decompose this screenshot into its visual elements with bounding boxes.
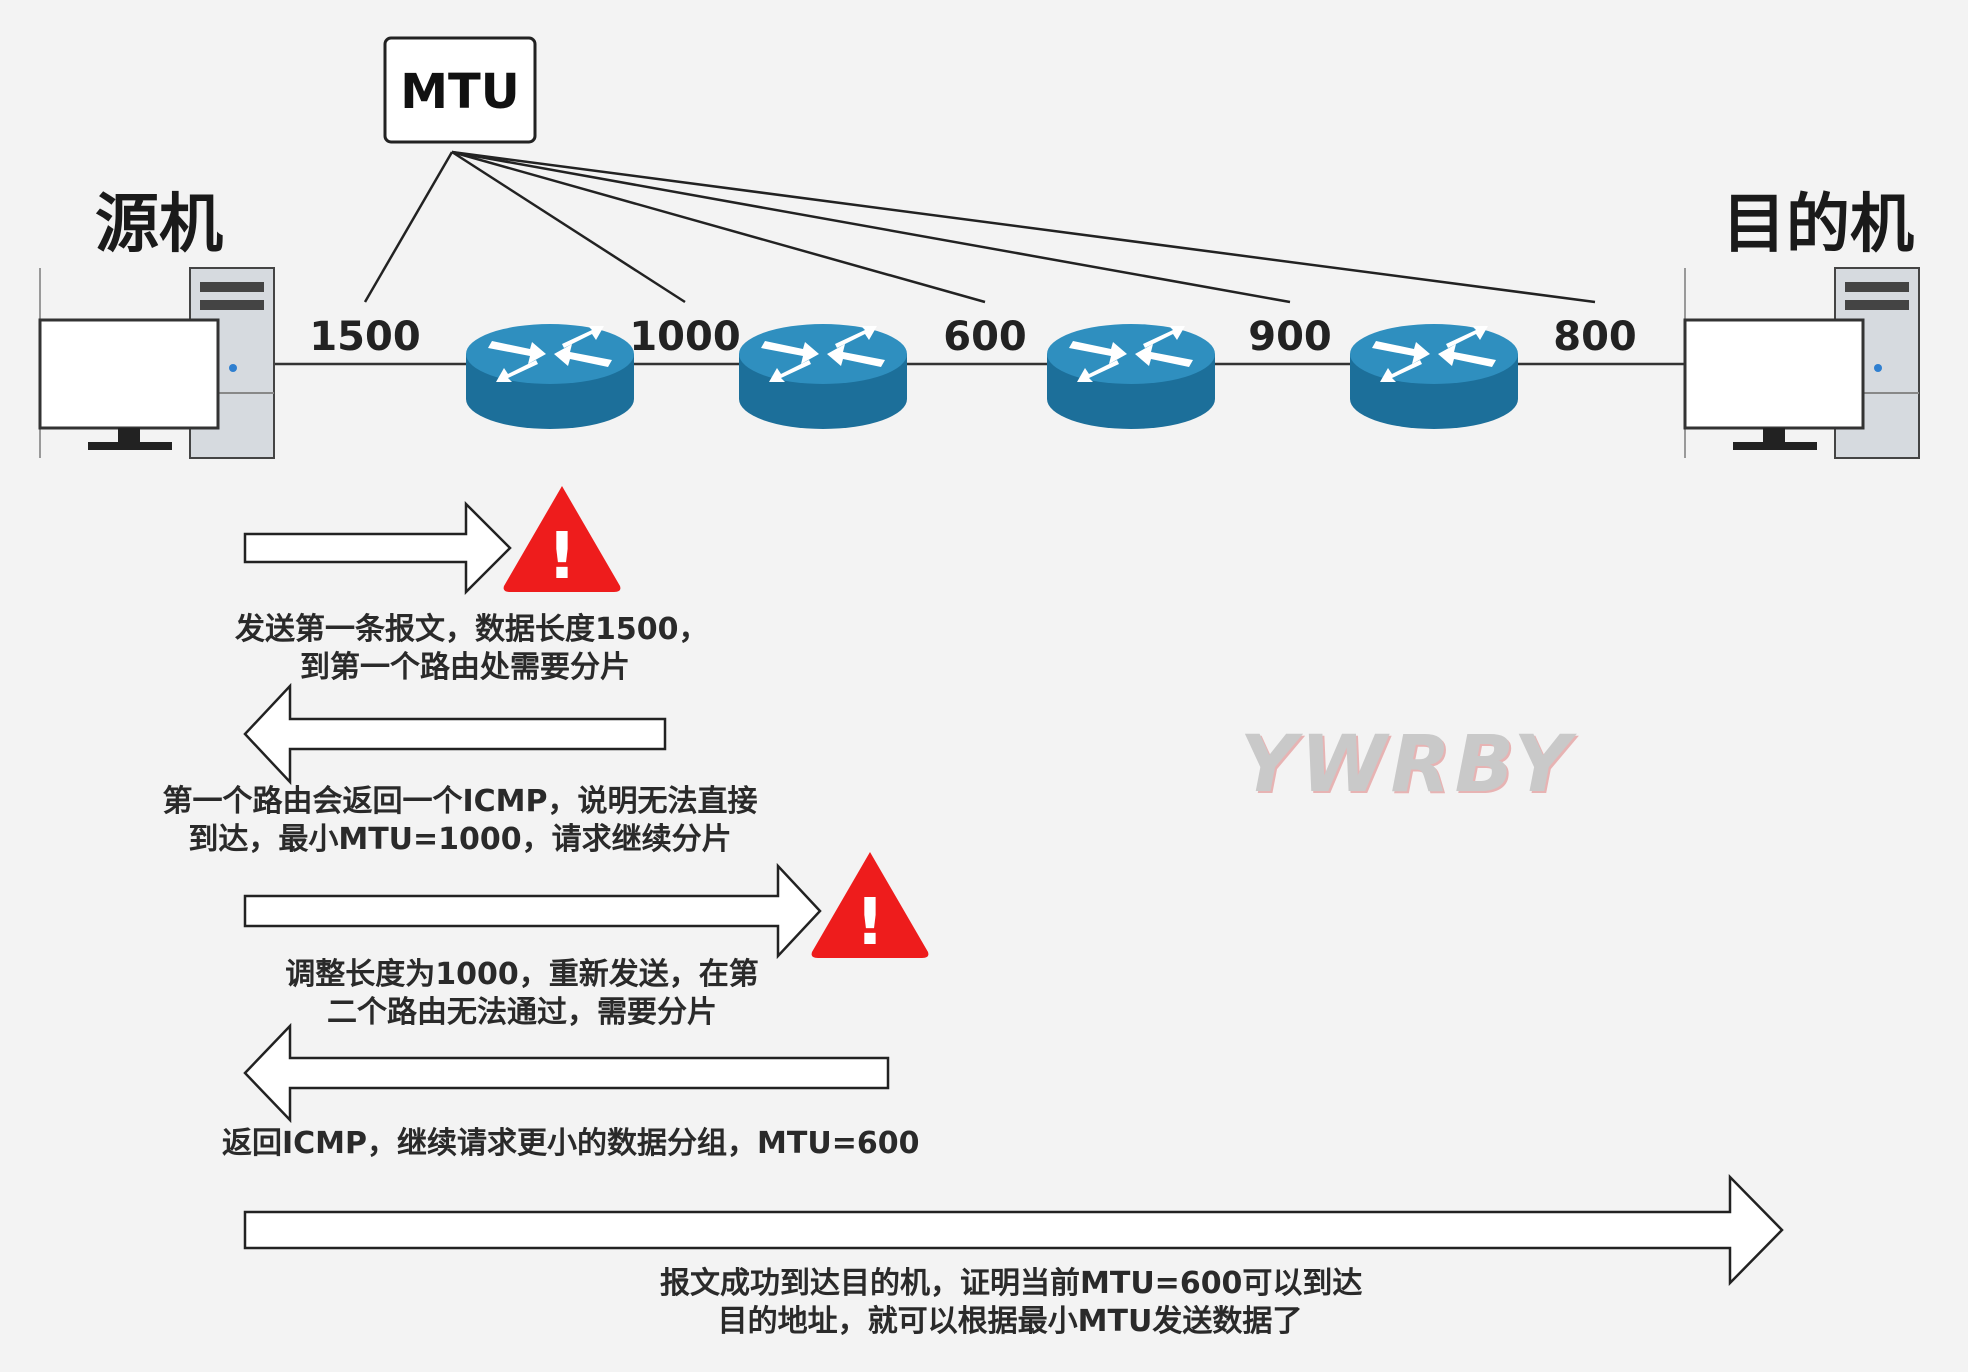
step-2-line-2: 到达，最小MTU=1000，请求继续分片 [188,822,732,857]
mtu-box-label: MTU [400,64,519,120]
source-host-computer [38,266,276,460]
destination-host-computer [1683,266,1921,460]
warning-glyph-2: ! [855,886,884,960]
step-3-line-1: 调整长度为1000，重新发送，在第 [285,957,759,992]
watermark: YWRBY [1240,720,1575,810]
router-1 [466,324,634,429]
step-4-back-arrow [243,1022,890,1124]
warning-glyph-1: ! [547,520,576,594]
step-1-line-2: 到第一个路由处需要分片 [300,650,630,685]
link-label-1: 1500 [309,314,420,360]
warning-icon-1: ! [503,486,621,594]
step-5-caption: 报文成功到达目的机，证明当前MTU=600可以到达 目的地址，就可以根据最小MT… [660,1265,1363,1341]
step-3-forward-arrow [243,862,822,960]
step-1-line-1: 发送第一条报文，数据长度1500， [235,612,709,647]
link-label-2: 1000 [629,314,740,360]
step-4-caption: 返回ICMP，继续请求更小的数据分组，MTU=600 [222,1125,920,1163]
mtu-pointer-lines [363,150,1596,304]
destination-host-label: 目的机 [1722,188,1914,262]
step-5-line-2: 目的地址，就可以根据最小MTU发送数据了 [717,1304,1303,1339]
link-label-3: 600 [943,314,1027,360]
step-5-forward-arrow [243,1173,1784,1287]
warning-icon-2: ! [811,852,929,960]
step-3-line-2: 二个路由无法通过，需要分片 [327,995,717,1030]
link-label-5: 800 [1553,314,1637,360]
step-2-line-1: 第一个路由会返回一个ICMP，说明无法直接 [162,784,758,819]
step-1-forward-arrow [243,500,512,596]
router-3 [1047,324,1215,429]
link-label-4: 900 [1248,314,1332,360]
step-5-line-1: 报文成功到达目的机，证明当前MTU=600可以到达 [660,1266,1363,1301]
mtu-box: MTU [383,36,537,144]
router-2 [739,324,907,429]
source-host-label: 源机 [95,188,223,262]
step-2-caption: 第一个路由会返回一个ICMP，说明无法直接 到达，最小MTU=1000，请求继续… [160,783,760,859]
step-4-line-1: 返回ICMP，继续请求更小的数据分组，MTU=600 [222,1126,920,1161]
router-4 [1350,324,1518,429]
step-2-back-arrow [243,682,667,786]
step-3-caption: 调整长度为1000，重新发送，在第 二个路由无法通过，需要分片 [282,956,762,1032]
step-1-caption: 发送第一条报文，数据长度1500， 到第一个路由处需要分片 [235,611,709,687]
